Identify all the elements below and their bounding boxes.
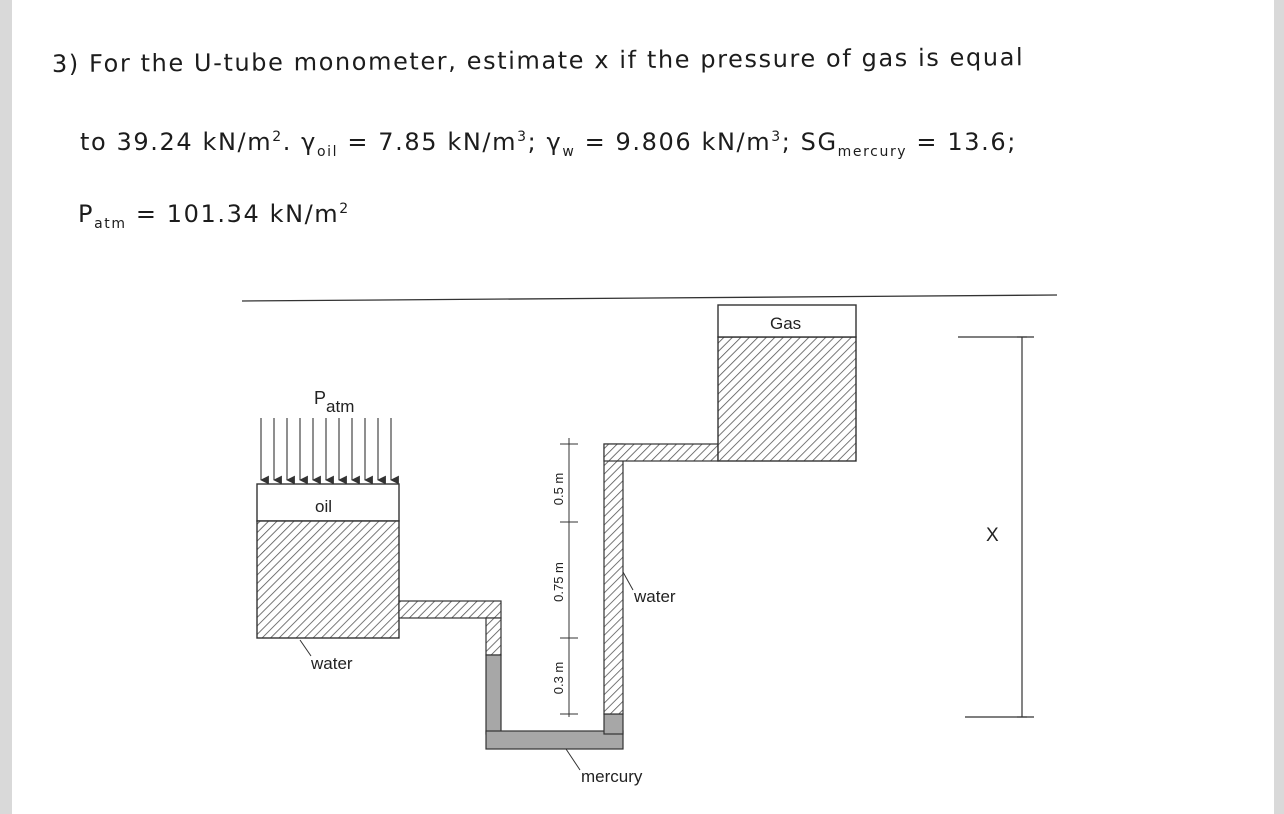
pipe-left-vertical-mercury — [485, 654, 502, 735]
dim-0-3m: 0.3 m — [551, 662, 566, 695]
pipe-right-vertical-water — [603, 443, 624, 715]
gas-tank-water — [717, 336, 857, 462]
pipe-horizontal-left — [398, 600, 502, 619]
water-right-label: water — [633, 587, 676, 606]
pipe-right-vertical-mercury — [603, 713, 624, 735]
patm-arrows — [260, 418, 399, 485]
left-tank-oil — [256, 483, 400, 522]
height-dimensions — [560, 438, 578, 717]
pipe-left-vertical-water — [485, 617, 502, 656]
oil-label: oil — [315, 497, 332, 516]
problem-line-3: Patm = 101.34 kN/m2 — [78, 200, 350, 232]
water-left-label: water — [310, 654, 353, 673]
pipe-horizontal-right — [603, 443, 719, 462]
left-tank-water — [256, 520, 400, 639]
dim-0-5m: 0.5 m — [551, 473, 566, 506]
gas-tank-gas — [717, 304, 857, 338]
patm-label: Patm — [314, 388, 354, 416]
x-label: X — [986, 525, 999, 546]
gas-label: Gas — [770, 314, 801, 333]
mercury-label: mercury — [581, 767, 643, 786]
separator-line — [241, 294, 1058, 302]
dim-0-75m: 0.75 m — [551, 562, 566, 602]
u-tube-manometer-diagram: Patm oil Gas water water mercury — [241, 294, 1058, 786]
problem-line-2: to 39.24 kN/m2. γoil = 7.85 kN/m3; γw = … — [80, 128, 1017, 160]
x-dimension — [958, 336, 1034, 718]
pipe-bottom-mercury — [485, 730, 624, 750]
worksheet-page: 3) For the U-tube monometer, estimate x … — [12, 0, 1274, 814]
